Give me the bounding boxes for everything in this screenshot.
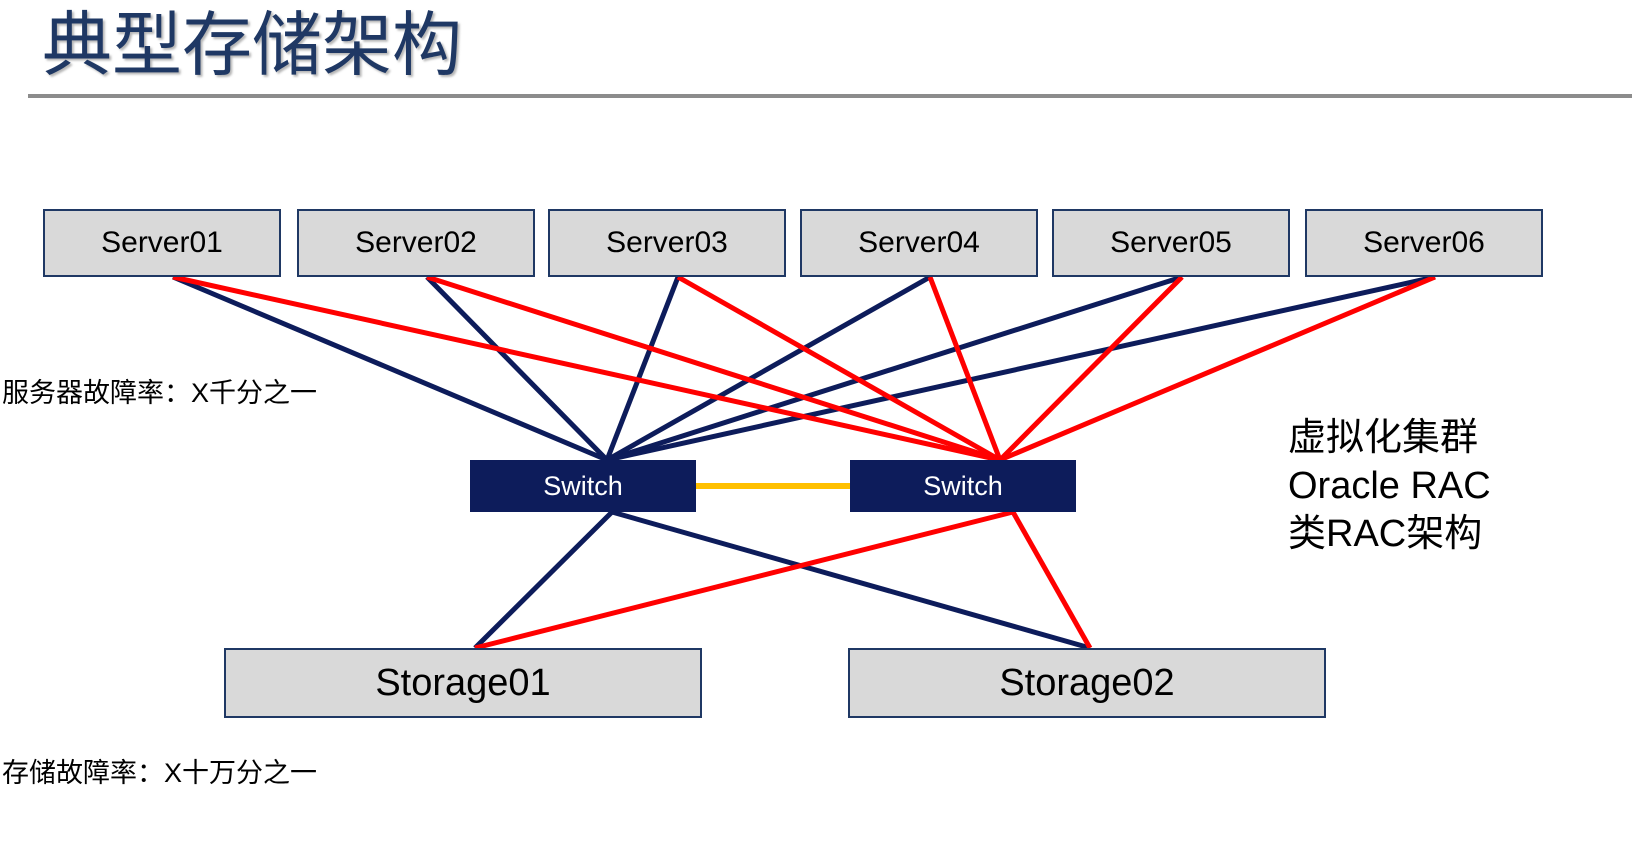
switch-node-1-label: Switch xyxy=(543,470,623,501)
cluster-note: 虚拟化集群 Oracle RAC 类RAC架构 xyxy=(1288,414,1491,558)
cluster-note-line-3: 类RAC架构 xyxy=(1288,513,1483,555)
storage-node-1[interactable]: Storage01 xyxy=(224,648,702,718)
page-title: 典型存储架构 xyxy=(42,6,462,84)
storage-failure-rate-note: 存储故障率：X十万分之一 xyxy=(2,758,318,788)
server-node-2[interactable]: Server02 xyxy=(297,209,535,277)
link-switch-left-to-storage xyxy=(611,509,1091,651)
link-server-to-switch-right xyxy=(927,276,1003,461)
link-server-to-switch-left xyxy=(425,275,609,462)
link-server-to-switch-left xyxy=(604,276,681,461)
link-switch-right-to-storage xyxy=(1010,510,1093,650)
title-divider xyxy=(28,94,1632,98)
server-node-5-label: Server05 xyxy=(1110,226,1232,259)
link-server-to-switch-right xyxy=(172,274,1001,463)
server-node-6-label: Server06 xyxy=(1363,226,1485,259)
server-node-3[interactable]: Server03 xyxy=(548,209,786,277)
storage-node-2-label: Storage02 xyxy=(999,661,1175,704)
link-server-to-switch-left xyxy=(606,274,1436,463)
link-server-to-switch-right xyxy=(676,274,1002,463)
server-node-1[interactable]: Server01 xyxy=(43,209,281,277)
link-server-to-switch-right xyxy=(999,274,1436,463)
server-node-6[interactable]: Server06 xyxy=(1305,209,1543,277)
server-node-3-label: Server03 xyxy=(606,226,728,259)
server-node-5[interactable]: Server05 xyxy=(1052,209,1290,277)
server-node-1-label: Server01 xyxy=(101,226,223,259)
switch-node-1[interactable]: Switch xyxy=(470,460,696,512)
link-switch-right-to-storage xyxy=(474,509,1014,651)
server-node-4[interactable]: Server04 xyxy=(800,209,1038,277)
storage-node-1-label: Storage01 xyxy=(375,661,551,704)
server-node-4-label: Server04 xyxy=(858,226,980,259)
link-server-to-switch-left xyxy=(172,274,608,463)
switch-node-2-label: Switch xyxy=(923,470,1003,501)
link-server-to-switch-right xyxy=(998,275,1184,462)
cluster-note-line-2: Oracle RAC xyxy=(1288,465,1491,507)
storage-node-2[interactable]: Storage02 xyxy=(848,648,1326,718)
link-server-to-switch-left xyxy=(605,274,932,463)
cluster-note-line-1: 虚拟化集群 xyxy=(1288,417,1479,459)
link-server-to-switch-right xyxy=(426,274,1001,463)
link-switch-left-to-storage xyxy=(473,510,614,650)
switch-node-2[interactable]: Switch xyxy=(850,460,1076,512)
server-node-2-label: Server02 xyxy=(355,226,477,259)
server-failure-rate-note: 服务器故障率：X千分之一 xyxy=(2,378,318,408)
link-server-to-switch-left xyxy=(606,274,1183,463)
